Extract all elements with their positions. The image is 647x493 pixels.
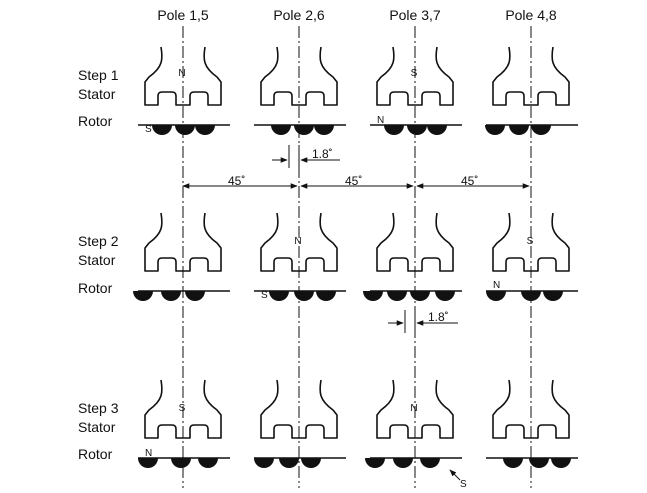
step-1-rotor-label: Rotor [78,113,113,129]
step-3-rotor-tooth-1-3 [198,458,218,468]
step-1-rotor-tooth-4-3 [531,125,551,135]
header-pole-4: Pole 4,8 [505,7,557,23]
step-2-pole-4-rotor-mark: N [493,280,500,291]
step-3-rotor-tooth-4-3 [551,458,571,468]
step-2-pole-4-stator-mark: S [527,236,534,247]
header-pole-1: Pole 1,5 [157,7,209,23]
step-2-rotor-tooth-3-4 [435,291,455,301]
step-2-rotor-tooth-1-3 [185,291,205,301]
step-3-pole-1-rotor-mark: N [145,448,152,459]
step-2-stator-pole-2 [260,212,338,272]
step-2-pole-2-stator-mark: N [294,236,301,247]
step-2-stator-pole-3 [376,212,454,272]
step-1-rotor-tooth-4-2 [509,125,529,135]
step-1-rotor-tooth-2-3 [314,125,334,135]
header-pole-2: Pole 2,6 [273,7,325,23]
step-1-rotor-tooth-3-3 [427,125,447,135]
partial-arrow [449,469,461,481]
step-1-rotor-tooth-1-1 [152,125,172,135]
step-1-rotor-tooth-1-3 [195,125,215,135]
step-2-rotor-tooth-1-2 [161,291,181,301]
step-3-stator-pole-3 [376,379,454,439]
step-3-rotor-tooth-4-1 [503,458,523,468]
step-1-stator-pole-4 [492,46,570,106]
step-1-pole-1-stator-mark: N [178,68,185,79]
step-3-rotor-tooth-4-2 [529,458,549,468]
step-2-rotor-label: Rotor [78,280,113,296]
step-1-stator-pole-2 [260,46,338,106]
step-2-rotor-tooth-1-1 [133,291,153,301]
step-3-rotor-tooth-2-1 [254,458,274,468]
step-1-rotor-tooth-3-2 [407,125,427,135]
step-1-stator-pole-3 [376,46,454,106]
step-3-rotor-tooth-3-3 [420,458,440,468]
step-2-rotor-tooth-3-1 [363,291,383,301]
step-3-label: Step 3 [78,400,119,416]
step-2-rotor-tooth-2-2 [294,291,314,301]
step-2-rotor-tooth-2-3 [316,291,336,301]
step-3-rotor-tooth-2-3 [301,458,321,468]
step-1-pole-3-stator-mark: S [411,68,418,79]
step-1-label: Step 1 [78,67,119,83]
step-2-rotor-tooth-4-2 [521,291,541,301]
step-1-rotor-tooth-3-1 [384,125,404,135]
step-2-stator-pole-1 [144,212,222,272]
step-3-rotor-tooth-1-2 [171,458,191,468]
step-2-rotor-tooth-4-3 [543,291,563,301]
step-2-stator-label: Stator [78,252,116,268]
step-2-rotor-tooth-3-2 [387,291,407,301]
step-3-stator-pole-4 [492,379,570,439]
step-3-stator-pole-2 [260,379,338,439]
step-2-label: Step 2 [78,233,119,249]
partial-rotor-mark: S [460,479,467,490]
step-2-rotor-tooth-3-3 [410,291,430,301]
step-3-rotor-tooth-3-1 [365,458,385,468]
step-1-angle-label: 1.8˚ [312,147,333,161]
step-2-pole-2-rotor-mark: S [261,290,268,301]
step-1-pole-3-rotor-mark: N [377,115,384,126]
step-1-rotor-tooth-2-2 [294,125,314,135]
step-1-rotor-tooth-4-1 [485,125,505,135]
step-1-pole-1-rotor-mark: S [145,124,152,135]
step-2-stator-pole-4 [492,212,570,272]
step-3-rotor-tooth-3-2 [393,458,413,468]
step-3-rotor-tooth-2-2 [279,458,299,468]
step-1-rotor-tooth-2-1 [271,125,291,135]
step-1-stator-label: Stator [78,86,116,102]
step-1-rotor-tooth-1-2 [175,125,195,135]
header-pole-3: Pole 3,7 [389,7,441,23]
step-2-angle-label: 1.8˚ [428,310,449,324]
step-3-rotor-tooth-1-1 [138,458,158,468]
step-1-stator-pole-1 [144,46,222,106]
step-3-rotor-label: Rotor [78,446,113,462]
step-2-rotor-tooth-2-1 [269,291,289,301]
step-3-stator-pole-1 [144,379,222,439]
step-3-pole-1-stator-mark: S [179,403,186,414]
step-3-stator-label: Stator [78,419,116,435]
step-2-rotor-tooth-4-1 [486,291,506,301]
step-3-pole-3-stator-mark: N [410,403,417,414]
